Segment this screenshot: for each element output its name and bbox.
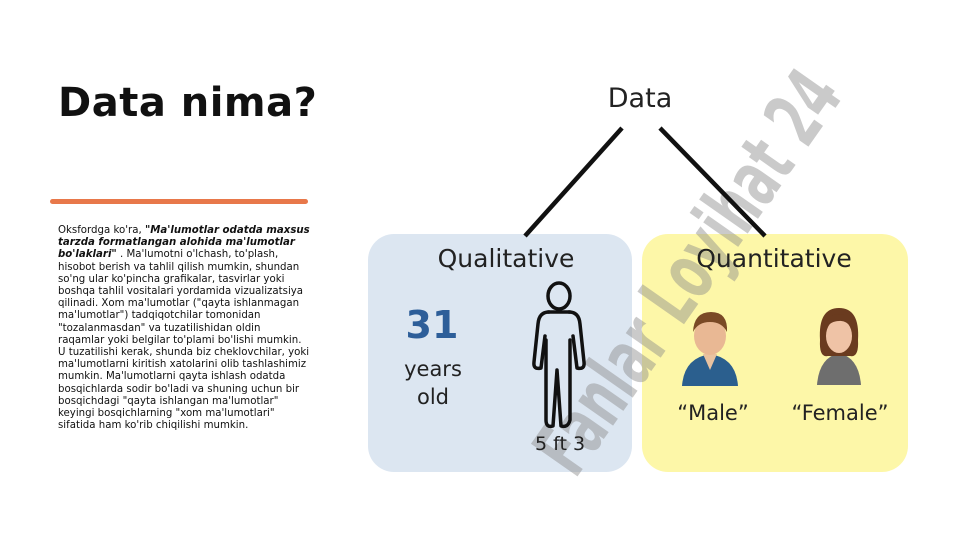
age-unit-old: old (417, 385, 449, 409)
slide-title: Data nima? (58, 80, 318, 126)
quantitative-box (642, 234, 908, 472)
body-intro: Oksfordga ko'ra, (58, 225, 145, 236)
age-unit-years: years (404, 357, 462, 381)
person-outline-icon (532, 281, 586, 429)
data-types-diagram: Fanlar Loyihat 24 Data Qualitative Quant… (368, 54, 908, 490)
body-rest: . Ma'lumotni o'lchash, to'plash, hisobot… (58, 249, 310, 432)
qualitative-box (368, 234, 632, 472)
female-avatar-icon (817, 308, 861, 385)
male-label: “Male” (677, 401, 749, 425)
height-label: 5 ft 3 (535, 433, 585, 455)
qualitative-label: Qualitative (438, 244, 575, 273)
male-avatar-icon (682, 312, 738, 386)
branch-right (658, 126, 767, 238)
body-quote: "Ma'lumotlar odatda maxsus tarzda format… (58, 225, 310, 261)
body-paragraph: Oksfordga ko'ra, "Ma'lumotlar odatda max… (58, 225, 310, 432)
accent-divider (50, 199, 308, 204)
data-root-label: Data (608, 83, 672, 114)
female-label: “Female” (791, 401, 888, 425)
quantitative-label: Quantitative (696, 244, 851, 273)
age-number: 31 (406, 303, 459, 347)
branch-left (523, 126, 624, 238)
